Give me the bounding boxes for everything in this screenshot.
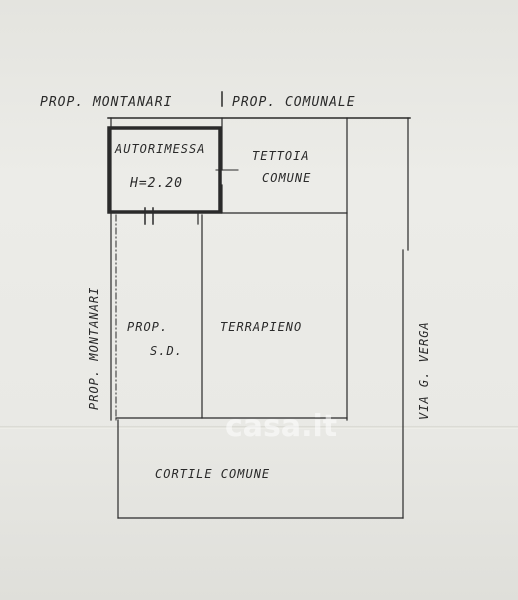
label-autorimessa: AUTORIMESSA: [114, 142, 205, 156]
label-tettoia: TETTOIA: [252, 149, 310, 163]
label-via-verga: VIA G. VERGA: [417, 321, 431, 420]
label-height: H=2.20: [129, 176, 183, 191]
label-prop: PROP.: [127, 320, 168, 334]
label-tettoia-comune: COMUNE: [262, 171, 311, 185]
label-prop-montanari-side: PROP. MONTANARI: [87, 287, 101, 410]
label-sd: S.D.: [150, 344, 183, 358]
autorimessa-walls: [107, 126, 222, 214]
label-prop-comunale: PROP. COMUNALE: [232, 95, 356, 110]
label-terrapieno: TERRAPIENO: [220, 320, 302, 334]
watermark-logo: casa.it: [225, 409, 337, 444]
paper-fold: [0, 426, 518, 429]
label-prop-montanari-top: PROP. MONTANARI: [40, 95, 172, 110]
label-cortile-comune: CORTILE COMUNE: [155, 467, 270, 481]
